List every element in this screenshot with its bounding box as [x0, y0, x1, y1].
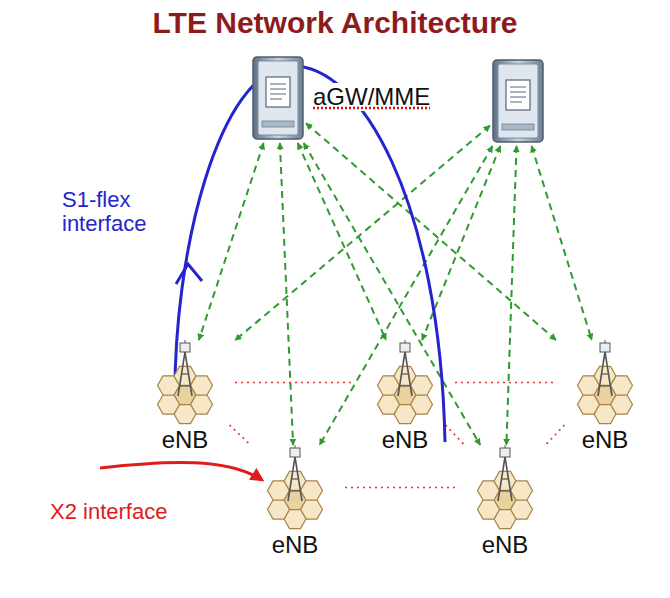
s1-link: [320, 146, 493, 445]
x2-link: [455, 382, 555, 384]
enodeb-node: eNB: [135, 340, 235, 425]
s1-link: [306, 123, 556, 340]
enodeb-icon: [135, 340, 235, 425]
enodeb-icon: [555, 340, 655, 425]
enodeb-label: eNB: [382, 426, 429, 454]
s1-link: [280, 143, 293, 445]
s1-flex-path: [175, 66, 445, 442]
enodeb-icon: [355, 340, 455, 425]
x2-link: [446, 425, 465, 445]
enodeb-node: eNB: [555, 340, 655, 425]
enodeb-node: eNB: [355, 340, 455, 425]
enodeb-node: eNB: [455, 445, 555, 530]
server-icon: [493, 60, 543, 142]
server-icon: [250, 55, 306, 143]
enodeb-label: eNB: [162, 426, 209, 454]
s1-link: [298, 143, 386, 340]
enodeb-icon: [245, 445, 345, 530]
enodeb-icon: [455, 445, 555, 530]
enodeb-label: eNB: [272, 531, 319, 559]
s1-link: [532, 146, 592, 340]
gateway-label: aGW/MME: [310, 83, 433, 111]
gateway-node: aGW/MME: [250, 55, 306, 143]
s1-link: [506, 146, 516, 445]
interface-label: S1-flex interface: [62, 188, 180, 236]
x2-path: [100, 462, 262, 480]
diagram-title: LTE Network Architecture: [0, 6, 670, 40]
s1-flex-arrowhead: [176, 264, 202, 284]
x2-link: [345, 487, 455, 489]
x2-link: [230, 425, 251, 445]
interface-label: X2 interface: [50, 500, 167, 524]
enodeb-node: eNB: [245, 445, 345, 530]
enodeb-label: eNB: [582, 426, 629, 454]
s1-link: [304, 143, 481, 445]
x2-link: [235, 382, 355, 384]
enodeb-label: eNB: [482, 531, 529, 559]
connector-group: [199, 123, 592, 487]
s1-link: [235, 126, 490, 341]
x2-link: [546, 425, 565, 445]
